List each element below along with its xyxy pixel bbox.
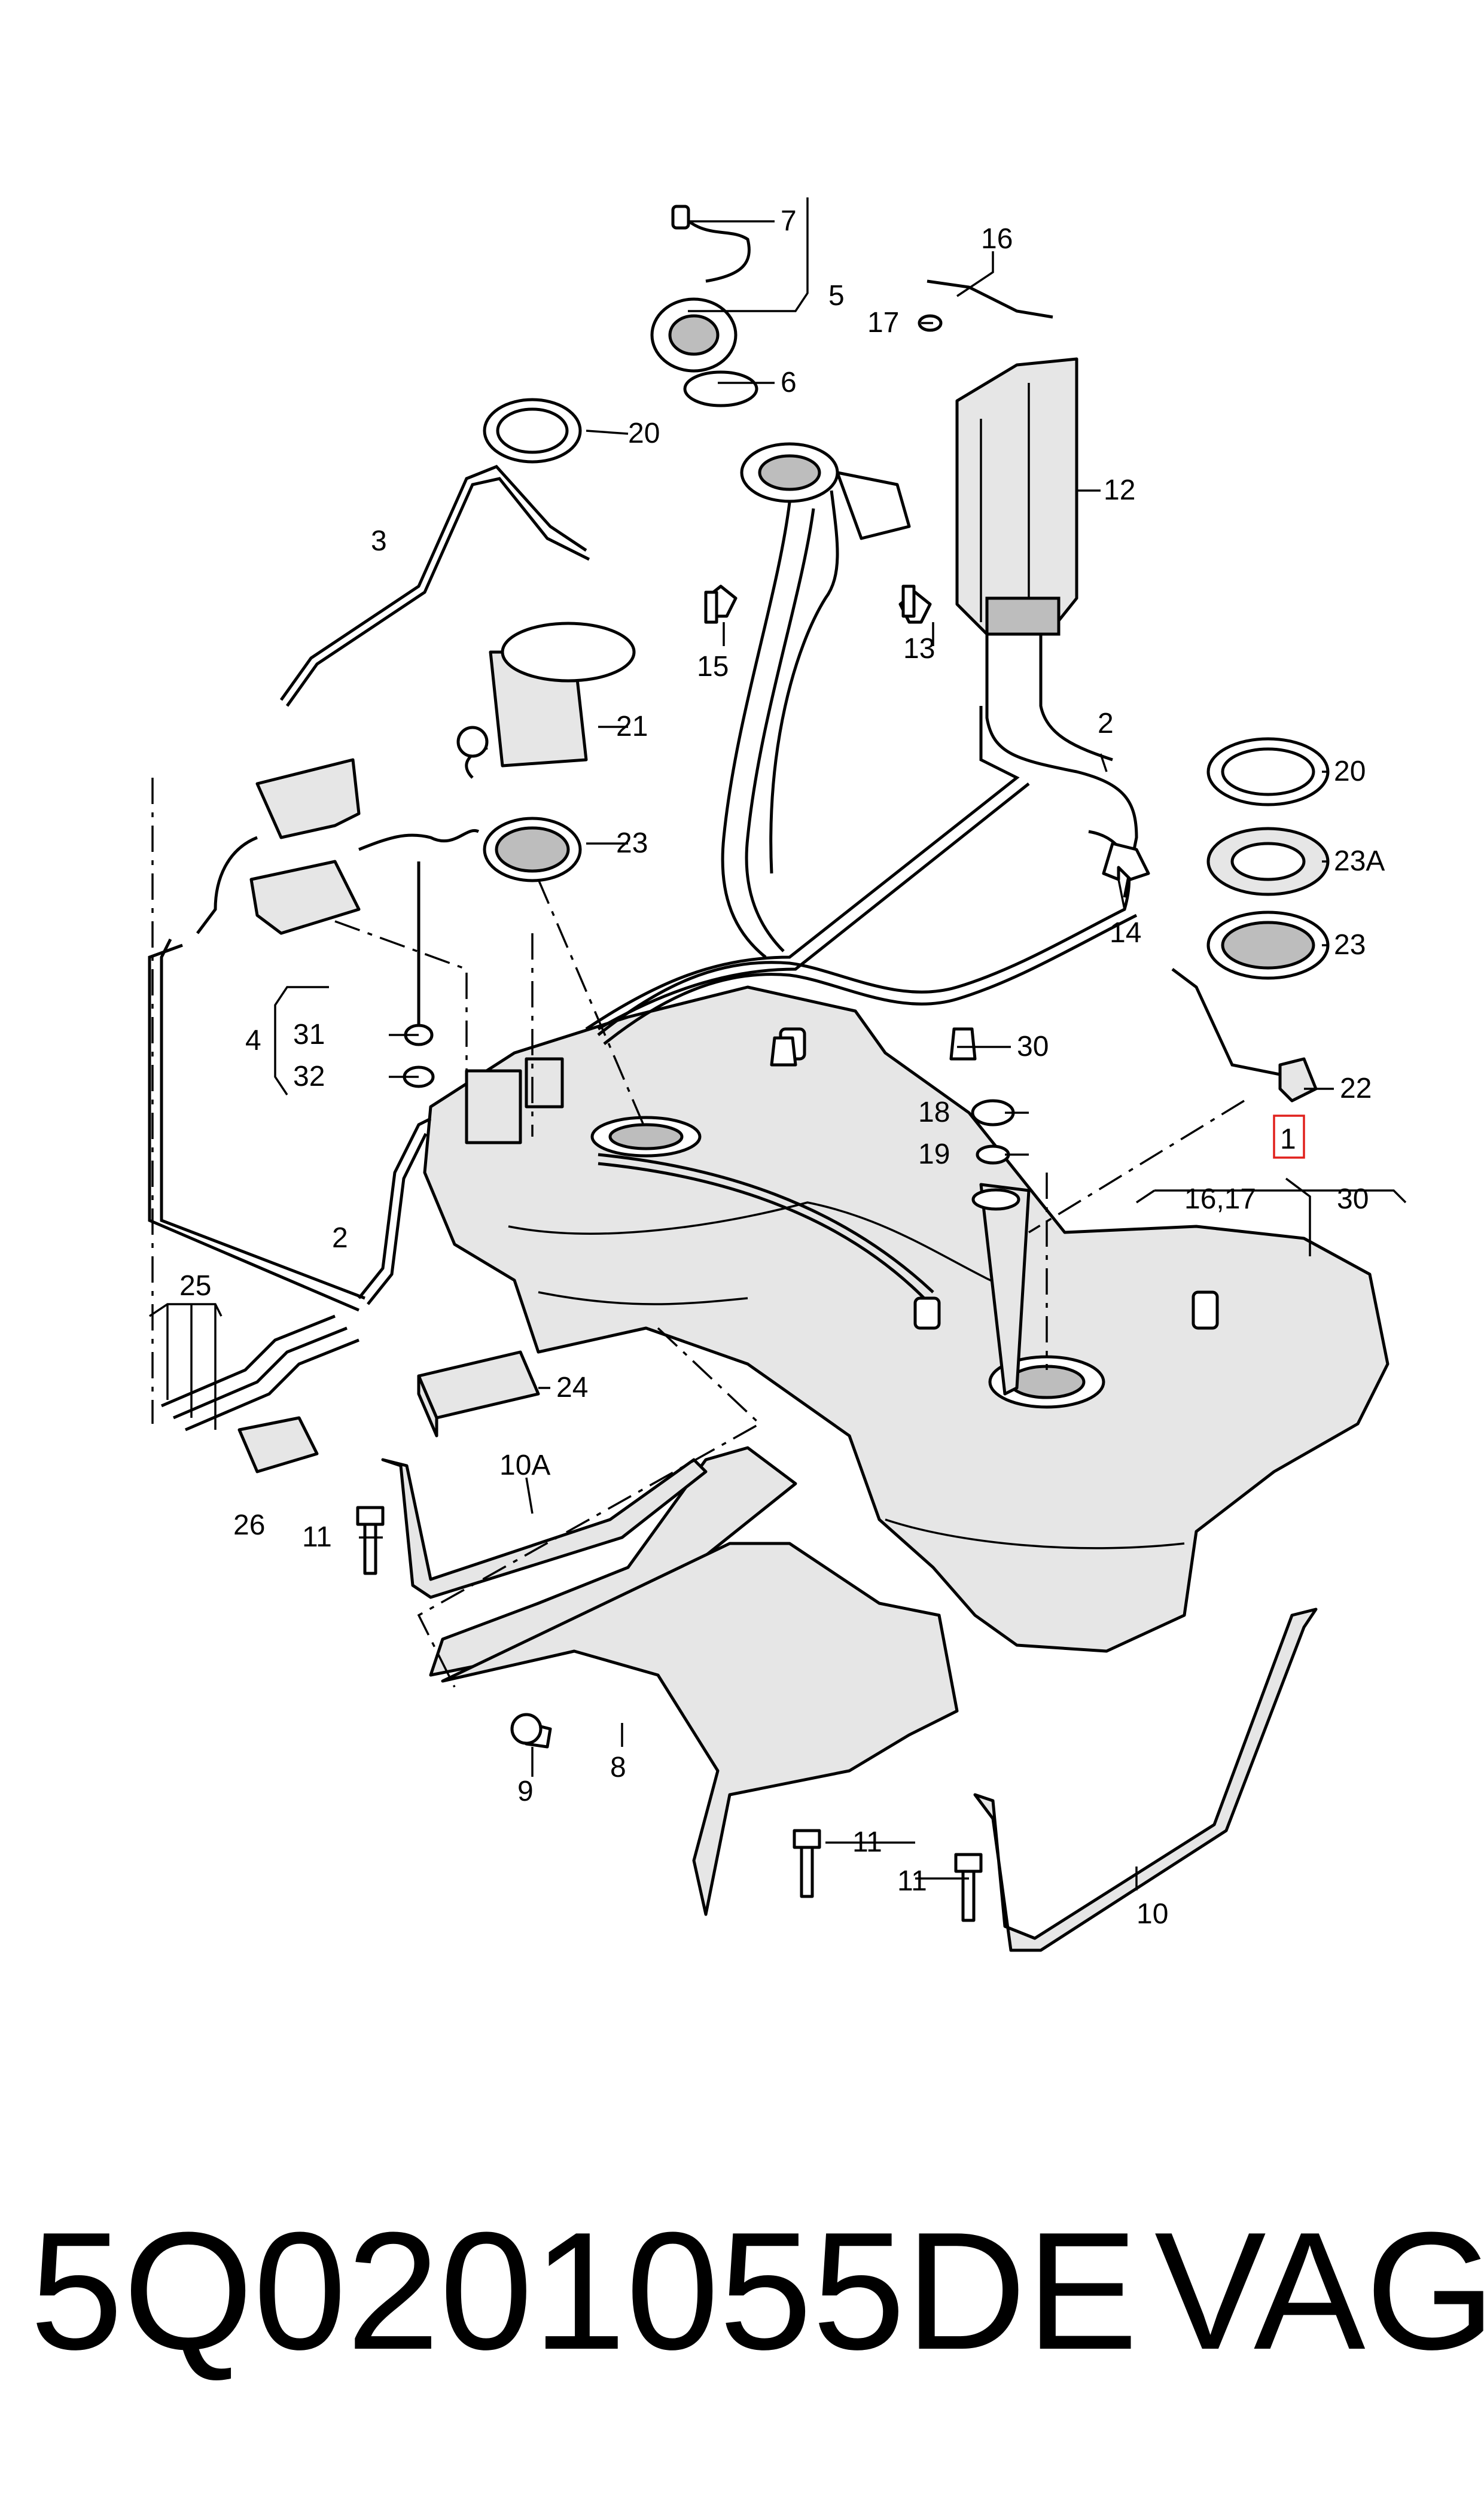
callout-11-c: 11 <box>897 1865 927 1897</box>
callout-9: 9 <box>517 1776 534 1807</box>
callout-8: 8 <box>610 1752 626 1783</box>
charcoal-canister <box>918 279 1138 898</box>
fuel-pump-unit <box>456 398 636 882</box>
leader-lines <box>149 197 1407 1890</box>
callout-32: 32 <box>293 1061 325 1092</box>
control-unit-and-harness <box>161 1314 540 1473</box>
callout-16: 16 <box>981 223 1013 255</box>
callout-13: 13 <box>903 633 935 665</box>
callout-labels: 1 16,17 30 7 5 6 16 17 20 3 12 15 13 21 … <box>179 205 1385 1930</box>
callout-5: 5 <box>828 280 845 312</box>
callout-20-a: 20 <box>628 418 660 449</box>
callout-11-a: 11 <box>302 1521 332 1553</box>
callout-10: 10 <box>1136 1898 1168 1930</box>
callout-18: 18 <box>918 1097 950 1128</box>
callout-7: 7 <box>781 205 797 237</box>
callout-17: 17 <box>867 307 899 339</box>
reference-lines <box>151 778 1245 1688</box>
callout-2-a: 2 <box>1098 708 1114 739</box>
callout-10A: 10A <box>499 1450 550 1481</box>
callout-21: 21 <box>616 711 648 742</box>
callout-15: 15 <box>697 651 729 683</box>
callout-14: 14 <box>1110 917 1141 949</box>
sender-rings <box>1171 737 1330 1103</box>
callout-30-a: 30 <box>1017 1031 1049 1062</box>
part-number: 5Q0201055DE <box>30 2198 1138 2385</box>
fuel-tank <box>423 985 1389 1653</box>
callout-19: 19 <box>918 1138 950 1170</box>
callout-31: 31 <box>293 1019 325 1051</box>
callout-23-b: 23 <box>1334 929 1366 961</box>
callout-12: 12 <box>1104 474 1135 506</box>
callout-20-b: 20 <box>1334 756 1366 787</box>
callout-23-a: 23 <box>616 827 648 859</box>
callout-4: 4 <box>245 1025 261 1056</box>
connector-assembly <box>148 758 480 1312</box>
callout-30-b: 30 <box>1337 1183 1369 1215</box>
tank-straps <box>381 1458 1318 1952</box>
callout-6: 6 <box>781 367 797 398</box>
bolts <box>356 584 983 1922</box>
callout-3: 3 <box>371 525 387 557</box>
callout-11-b: 11 <box>852 1826 882 1858</box>
brand-label: VAG <box>1154 2198 1484 2385</box>
callout-26: 26 <box>233 1509 265 1541</box>
callout-1: 1 <box>1280 1123 1296 1155</box>
callout-16-17: 16,17 <box>1184 1183 1256 1215</box>
filler-neck <box>650 205 911 958</box>
callout-22: 22 <box>1340 1073 1372 1104</box>
callout-24: 24 <box>556 1372 588 1403</box>
callout-25: 25 <box>179 1270 211 1302</box>
lines-left <box>279 465 590 1305</box>
callout-23A: 23A <box>1334 845 1385 877</box>
highlight-box <box>1273 1115 1305 1159</box>
callout-2-b: 2 <box>332 1222 348 1254</box>
fuel-lines <box>585 706 1138 1299</box>
